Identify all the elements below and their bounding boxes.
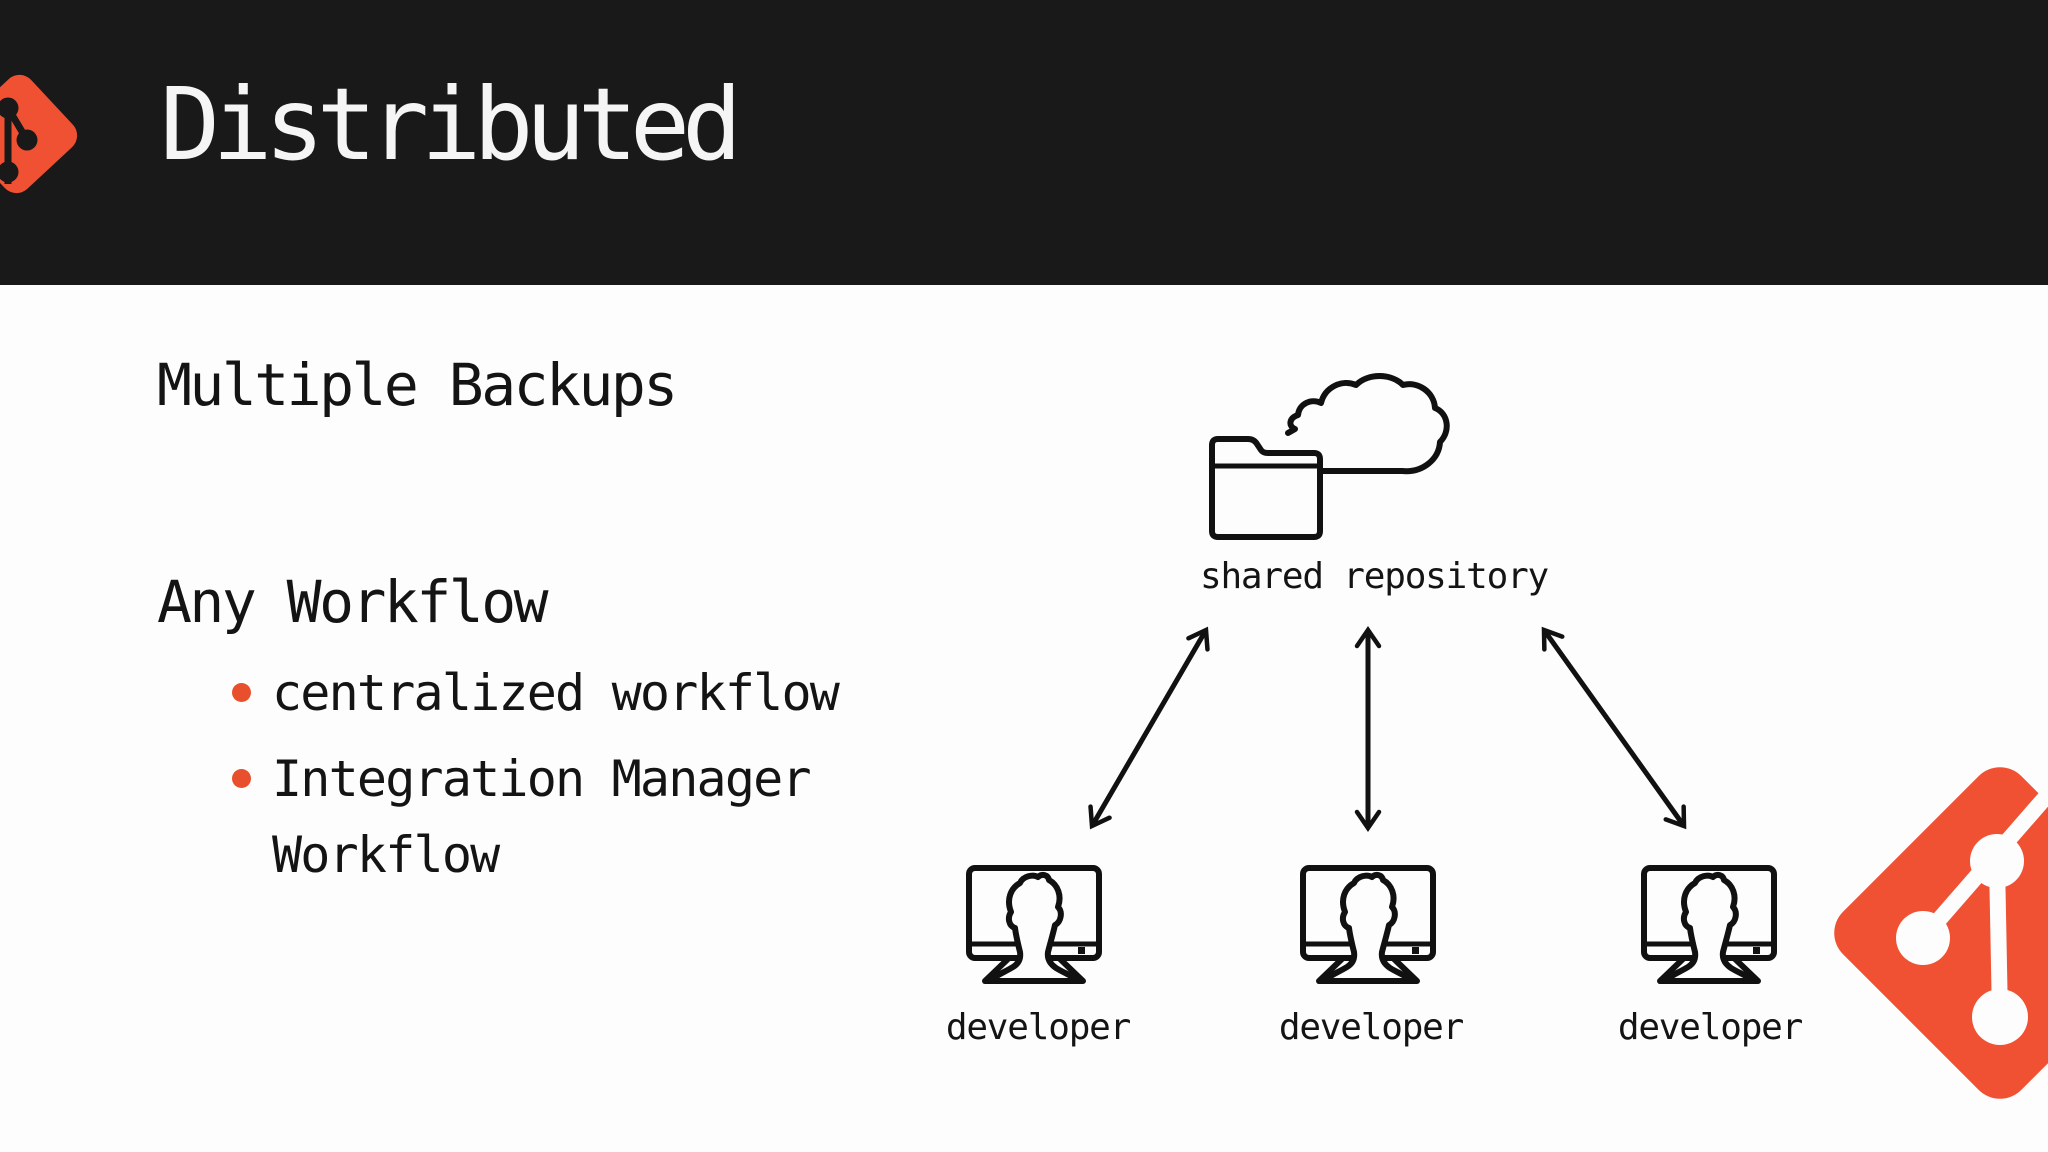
shared-repository-icon	[1209, 373, 1450, 540]
git-logo-large-icon	[1834, 767, 2048, 1099]
user-silhouette-icon	[1321, 871, 1415, 984]
heading-multiple-backups: Multiple Backups	[157, 351, 678, 419]
developer-monitor-icon	[966, 865, 1102, 984]
sync-arrows	[1088, 626, 1687, 832]
page-title: Distributed	[160, 66, 742, 183]
cloud-icon	[1285, 373, 1450, 475]
developer-label: developer	[1278, 1007, 1464, 1048]
bullet-text: centralized workflow	[272, 664, 840, 722]
bullet-text: Integration Manager Workflow	[272, 750, 812, 884]
user-silhouette-icon	[1662, 871, 1756, 984]
developer-label: developer	[1617, 1007, 1803, 1048]
developer-monitor-icon	[1300, 865, 1436, 984]
double-arrow-icon	[1088, 626, 1210, 830]
bullet-dot-icon	[232, 683, 251, 702]
developer-label: developer	[945, 1007, 1131, 1048]
header-bar: Distributed	[0, 0, 2048, 285]
user-silhouette-icon	[987, 871, 1081, 984]
double-arrow-icon	[1541, 626, 1687, 830]
bullet-dot-icon	[232, 769, 251, 788]
folder-icon	[1209, 436, 1323, 540]
git-logo-icon	[0, 74, 78, 194]
workflow-bullet-list: centralized workflow Integration Manager…	[232, 655, 892, 903]
shared-repository-label: shared repository	[1199, 556, 1549, 597]
heading-any-workflow: Any Workflow	[157, 568, 549, 636]
bullet-item: Integration Manager Workflow	[232, 741, 892, 893]
bullet-item: centralized workflow	[232, 655, 892, 731]
developer-monitor-icon	[1641, 865, 1777, 984]
